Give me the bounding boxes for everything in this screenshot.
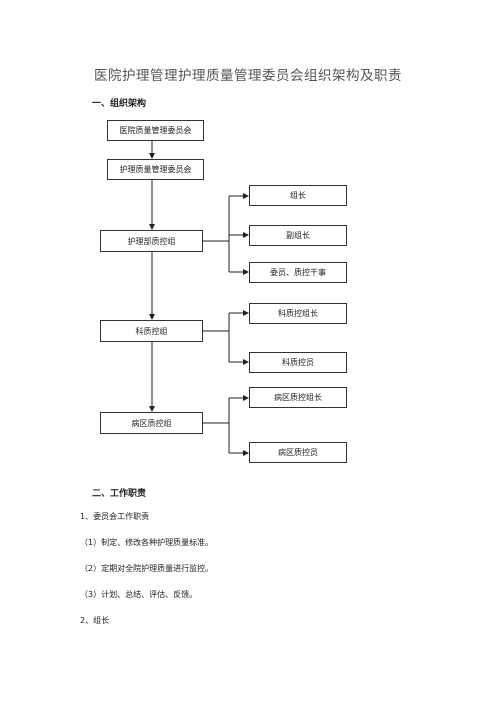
nursing-quality-committee-box: 护理质量管理委员会	[107, 159, 204, 180]
dept-vice-leader-box: 副组长	[249, 225, 347, 246]
section-heading-duties: 二、工作职责	[92, 489, 147, 499]
ward-qc-leader-box: 科质控组长	[249, 303, 347, 324]
ward-qc-member-box: 科质控员	[249, 352, 347, 373]
area-qc-member-box: 病区质控员	[249, 442, 347, 463]
area-qc-leader-box: 病区质控组长	[249, 387, 347, 408]
dept-members-box: 委员、质控干事	[249, 262, 347, 283]
area-qc-group-box: 病区质控组	[100, 412, 203, 434]
duty-item-3: （3）计划、总结、评估、反馈。	[80, 590, 198, 599]
duties-subheading-committee: 1、委员会工作职责	[80, 512, 150, 521]
duties-subheading-leader: 2、组长	[80, 616, 110, 625]
document-title: 医院护理管理护理质量管理委员会组织架构及职责	[94, 68, 402, 84]
hospital-quality-committee-box: 医院质量管理委员会	[107, 120, 204, 141]
duty-item-2: （2）定期对全院护理质量进行监控。	[80, 564, 214, 573]
dept-leader-box: 组长	[249, 185, 347, 206]
section-heading-structure: 一、组织架构	[92, 99, 147, 109]
nursing-dept-qc-group-box: 护理部质控组	[100, 230, 203, 252]
ward-qc-group-box: 科质控组	[100, 320, 203, 342]
duty-item-1: （1）制定、修改各种护理质量标准。	[80, 538, 214, 547]
